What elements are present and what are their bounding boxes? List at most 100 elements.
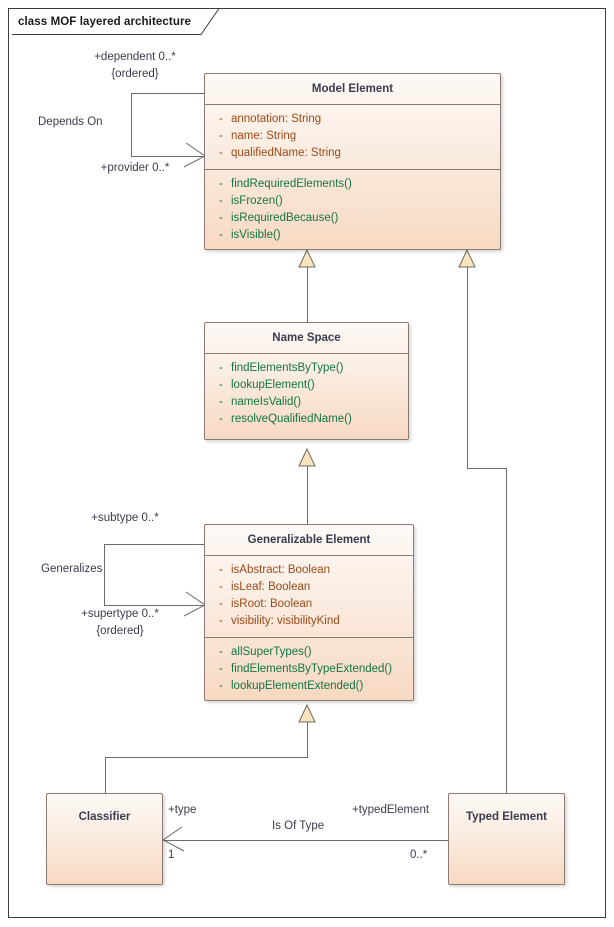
visibility-marker: - [219,212,223,224]
visibility-marker: - [219,379,223,391]
visibility-marker: - [219,362,223,374]
attribute-label: name: String [231,130,297,142]
visibility-marker: - [219,396,223,408]
attribute-label: isLeaf: Boolean [231,581,311,593]
visibility-marker: - [219,147,223,159]
operation-row: - lookupElementExtended() [209,678,409,695]
class-title-generalizable-element: Generalizable Element [247,534,371,546]
operation-row: - nameIsValid() [209,394,404,411]
visibility-marker: - [219,663,223,675]
visibility-marker: - [219,680,223,692]
class-box-classifier[interactable]: Classifier [46,793,163,885]
attribute-label: annotation: String [231,113,322,125]
operation-row: - allSuperTypes() [209,644,409,661]
generalization-typedelement-line-h [467,468,507,469]
is-of-type-source-role: +type [168,804,197,816]
operation-row: - findElementsByTypeExtended() [209,661,409,678]
is-of-type-source-multiplicity: 1 [168,849,175,861]
visibility-marker: - [219,646,223,658]
operation-label: isVisible() [231,229,281,241]
generalizes-line-left [104,544,105,605]
attribute-row: - isLeaf: Boolean [209,579,409,596]
attribute-row: - name: String [209,128,496,145]
generalizes-line-top [104,544,205,545]
class-separator [205,555,413,556]
visibility-marker: - [219,178,223,190]
visibility-marker: - [219,564,223,576]
visibility-marker: - [219,615,223,627]
operation-row: - lookupElement() [209,377,404,394]
is-of-type-line [163,840,448,841]
visibility-marker: - [219,195,223,207]
class-box-typed-element[interactable]: Typed Element [448,793,565,885]
attribute-label: isAbstract: Boolean [231,564,331,576]
generalization-typedelement-line-v1 [467,265,468,468]
visibility-marker: - [219,413,223,425]
generalization-classifier-line-v2 [105,757,106,793]
class-title-typed-element: Typed Element [466,811,547,823]
depends-on-target-role: +provider 0..* [100,162,170,174]
generalization-generalizable-line [307,465,308,524]
operation-label: lookupElement() [231,379,315,391]
generalizes-target-constraint: {ordered} [96,625,144,637]
attribute-label: isRoot: Boolean [231,598,313,610]
visibility-marker: - [219,598,223,610]
attribute-row: - qualifiedName: String [209,145,496,162]
operation-row: - resolveQualifiedName() [209,411,404,428]
operation-row: - isVisible() [209,227,496,244]
class-separator [205,353,408,354]
class-title-model-element: Model Element [311,83,394,95]
attribute-row: - isAbstract: Boolean [209,562,409,579]
attributes-compartment-generalizable-element: - isAbstract: Boolean - isLeaf: Boolean … [205,556,413,637]
is-of-type-target-multiplicity: 0..* [410,849,428,861]
attribute-row: - annotation: String [209,111,496,128]
class-box-model-element[interactable]: Model Element - annotation: String - nam… [204,73,501,250]
operation-label: isFrozen() [231,195,283,207]
class-separator [205,169,500,170]
operation-label: findElementsByTypeExtended() [231,663,393,675]
class-box-generalizable-element[interactable]: Generalizable Element - isAbstract: Bool… [204,524,414,701]
operation-row: - isFrozen() [209,193,496,210]
is-of-type-name: Is Of Type [272,820,325,832]
attribute-row: - visibility: visibilityKind [209,613,409,630]
diagram-title: class MOF layered architecture [18,16,192,28]
attribute-row: - isRoot: Boolean [209,596,409,613]
operation-row: - findElementsByType() [209,360,404,377]
class-title-name-space: Name Space [272,332,341,344]
visibility-marker: - [219,581,223,593]
depends-on-line-top [131,93,205,94]
diagram-frame [8,8,606,918]
visibility-marker: - [219,113,223,125]
class-box-name-space[interactable]: Name Space - findElementsByType() - look… [204,322,409,440]
operation-row: - findRequiredElements() [209,176,496,193]
attribute-label: qualifiedName: String [231,147,341,159]
operations-compartment-model-element: - findRequiredElements() - isFrozen() - … [205,170,500,249]
generalization-typedelement-line-v2 [506,468,507,793]
class-separator [205,104,500,105]
generalization-classifier-line-h [105,757,308,758]
depends-on-line-left [131,93,132,156]
depends-on-source-constraint: {ordered} [111,68,159,80]
operation-label: findElementsByType() [231,362,344,374]
generalization-namespace-line [307,265,308,322]
operation-label: resolveQualifiedName() [231,413,352,425]
is-of-type-target-role: +typedElement [352,804,430,816]
diagram-frame-tab: class MOF layered architecture [8,8,198,35]
depends-on-source-role: +dependent 0..* [94,51,176,63]
operation-row: - isRequiredBecause() [209,210,496,227]
attribute-label: visibility: visibilityKind [231,615,340,627]
generalizes-target-role: +supertype 0..* [81,608,159,620]
operation-label: isRequiredBecause() [231,212,339,224]
operation-label: allSuperTypes() [231,646,312,658]
operation-label: findRequiredElements() [231,178,352,190]
class-title-classifier: Classifier [78,811,131,823]
depends-on-name: Depends On [38,116,103,128]
generalization-classifier-line-v1 [307,721,308,757]
attributes-compartment-model-element: - annotation: String - name: String - qu… [205,105,500,169]
operation-label: lookupElementExtended() [231,680,364,692]
operations-compartment-name-space: - findElementsByType() - lookupElement()… [205,354,408,435]
visibility-marker: - [219,130,223,142]
generalizes-line-bottom [104,605,205,606]
operation-label: nameIsValid() [231,396,302,408]
